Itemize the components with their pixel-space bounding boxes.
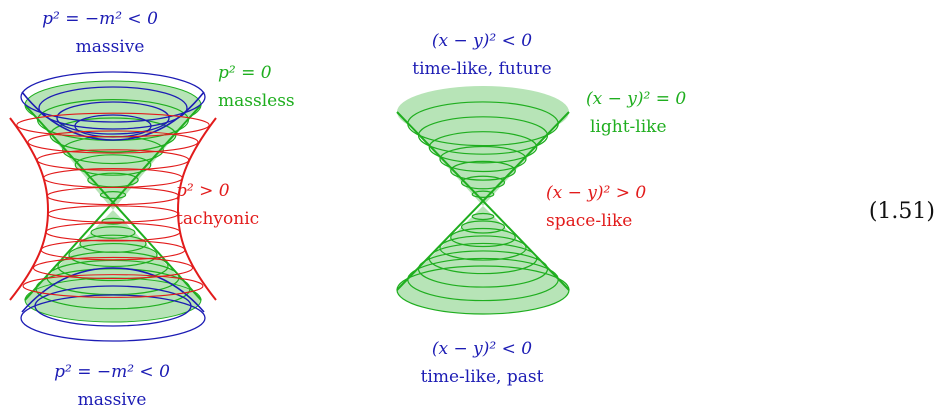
lightlike-formula: (x − y)² = 0 <box>586 89 686 109</box>
bottom-massive-formula: p² = −m² < 0 <box>54 362 170 382</box>
tachyonic-formula: p² > 0 <box>176 181 230 201</box>
massive-ring <box>20 71 206 123</box>
top-massive-formula: p² = −m² < 0 <box>42 9 158 29</box>
cone-ring <box>471 212 495 221</box>
cone-ring <box>101 217 125 225</box>
cone-ring <box>471 190 495 198</box>
massive-ring <box>20 294 206 342</box>
cone-ring <box>450 227 516 248</box>
cone-ring <box>439 235 527 261</box>
cone-ring <box>74 154 152 176</box>
past-formula: (x − y)² < 0 <box>432 339 532 359</box>
cone-ring <box>460 175 506 190</box>
bottom-massive-caption: massive <box>78 390 147 410</box>
massless-formula: p² = 0 <box>218 63 272 83</box>
tachyonic-ring <box>22 274 204 298</box>
cone-ring <box>68 242 158 268</box>
tachyonic-right-branch <box>176 117 217 301</box>
left-cone-edge <box>24 104 202 301</box>
past-caption: time-like, past <box>421 367 544 387</box>
tachyonic-ring <box>16 112 210 138</box>
massless-caption: massless <box>218 91 295 111</box>
light-cone-diagram: (x − y)² < 0 time-like, future (x − y)² … <box>396 31 686 387</box>
spacelike-caption: space-like <box>546 211 632 231</box>
future-formula: (x − y)² < 0 <box>432 31 532 51</box>
cone-ring <box>439 145 527 173</box>
spacelike-formula: (x − y)² > 0 <box>546 183 646 203</box>
right-cone-upper-fill <box>397 112 569 206</box>
top-massive-caption: massive <box>76 37 145 57</box>
massive-ring <box>38 86 188 130</box>
cone-ring <box>87 172 139 188</box>
tachyonic-ring <box>27 130 199 154</box>
left-cone-bottom-cap <box>24 277 202 323</box>
massive-shell-bottom <box>20 267 206 342</box>
tachyonic-shell <box>9 112 217 301</box>
massive-shell-bottom-curve <box>21 267 205 313</box>
lightlike-caption: light-like <box>590 117 667 137</box>
massive-ring <box>34 285 192 327</box>
cone-ring <box>460 220 506 234</box>
right-cone-edge <box>396 111 570 291</box>
massive-ring <box>56 101 170 135</box>
cone-ring <box>57 251 169 282</box>
cone-ring <box>428 131 538 164</box>
tachyonic-caption: tachyonic <box>176 209 259 229</box>
tachyonic-ring <box>32 256 194 280</box>
cone-ring <box>99 191 127 199</box>
mass-shell-diagram: p² = −m² < 0 massive p² = 0 massless p² … <box>9 9 295 410</box>
equation-number: (1.51) <box>869 199 935 224</box>
cone-ring <box>90 226 136 239</box>
tachyonic-left-branch <box>9 117 50 301</box>
future-caption: time-like, future <box>412 59 551 79</box>
cone-ring <box>450 160 516 181</box>
